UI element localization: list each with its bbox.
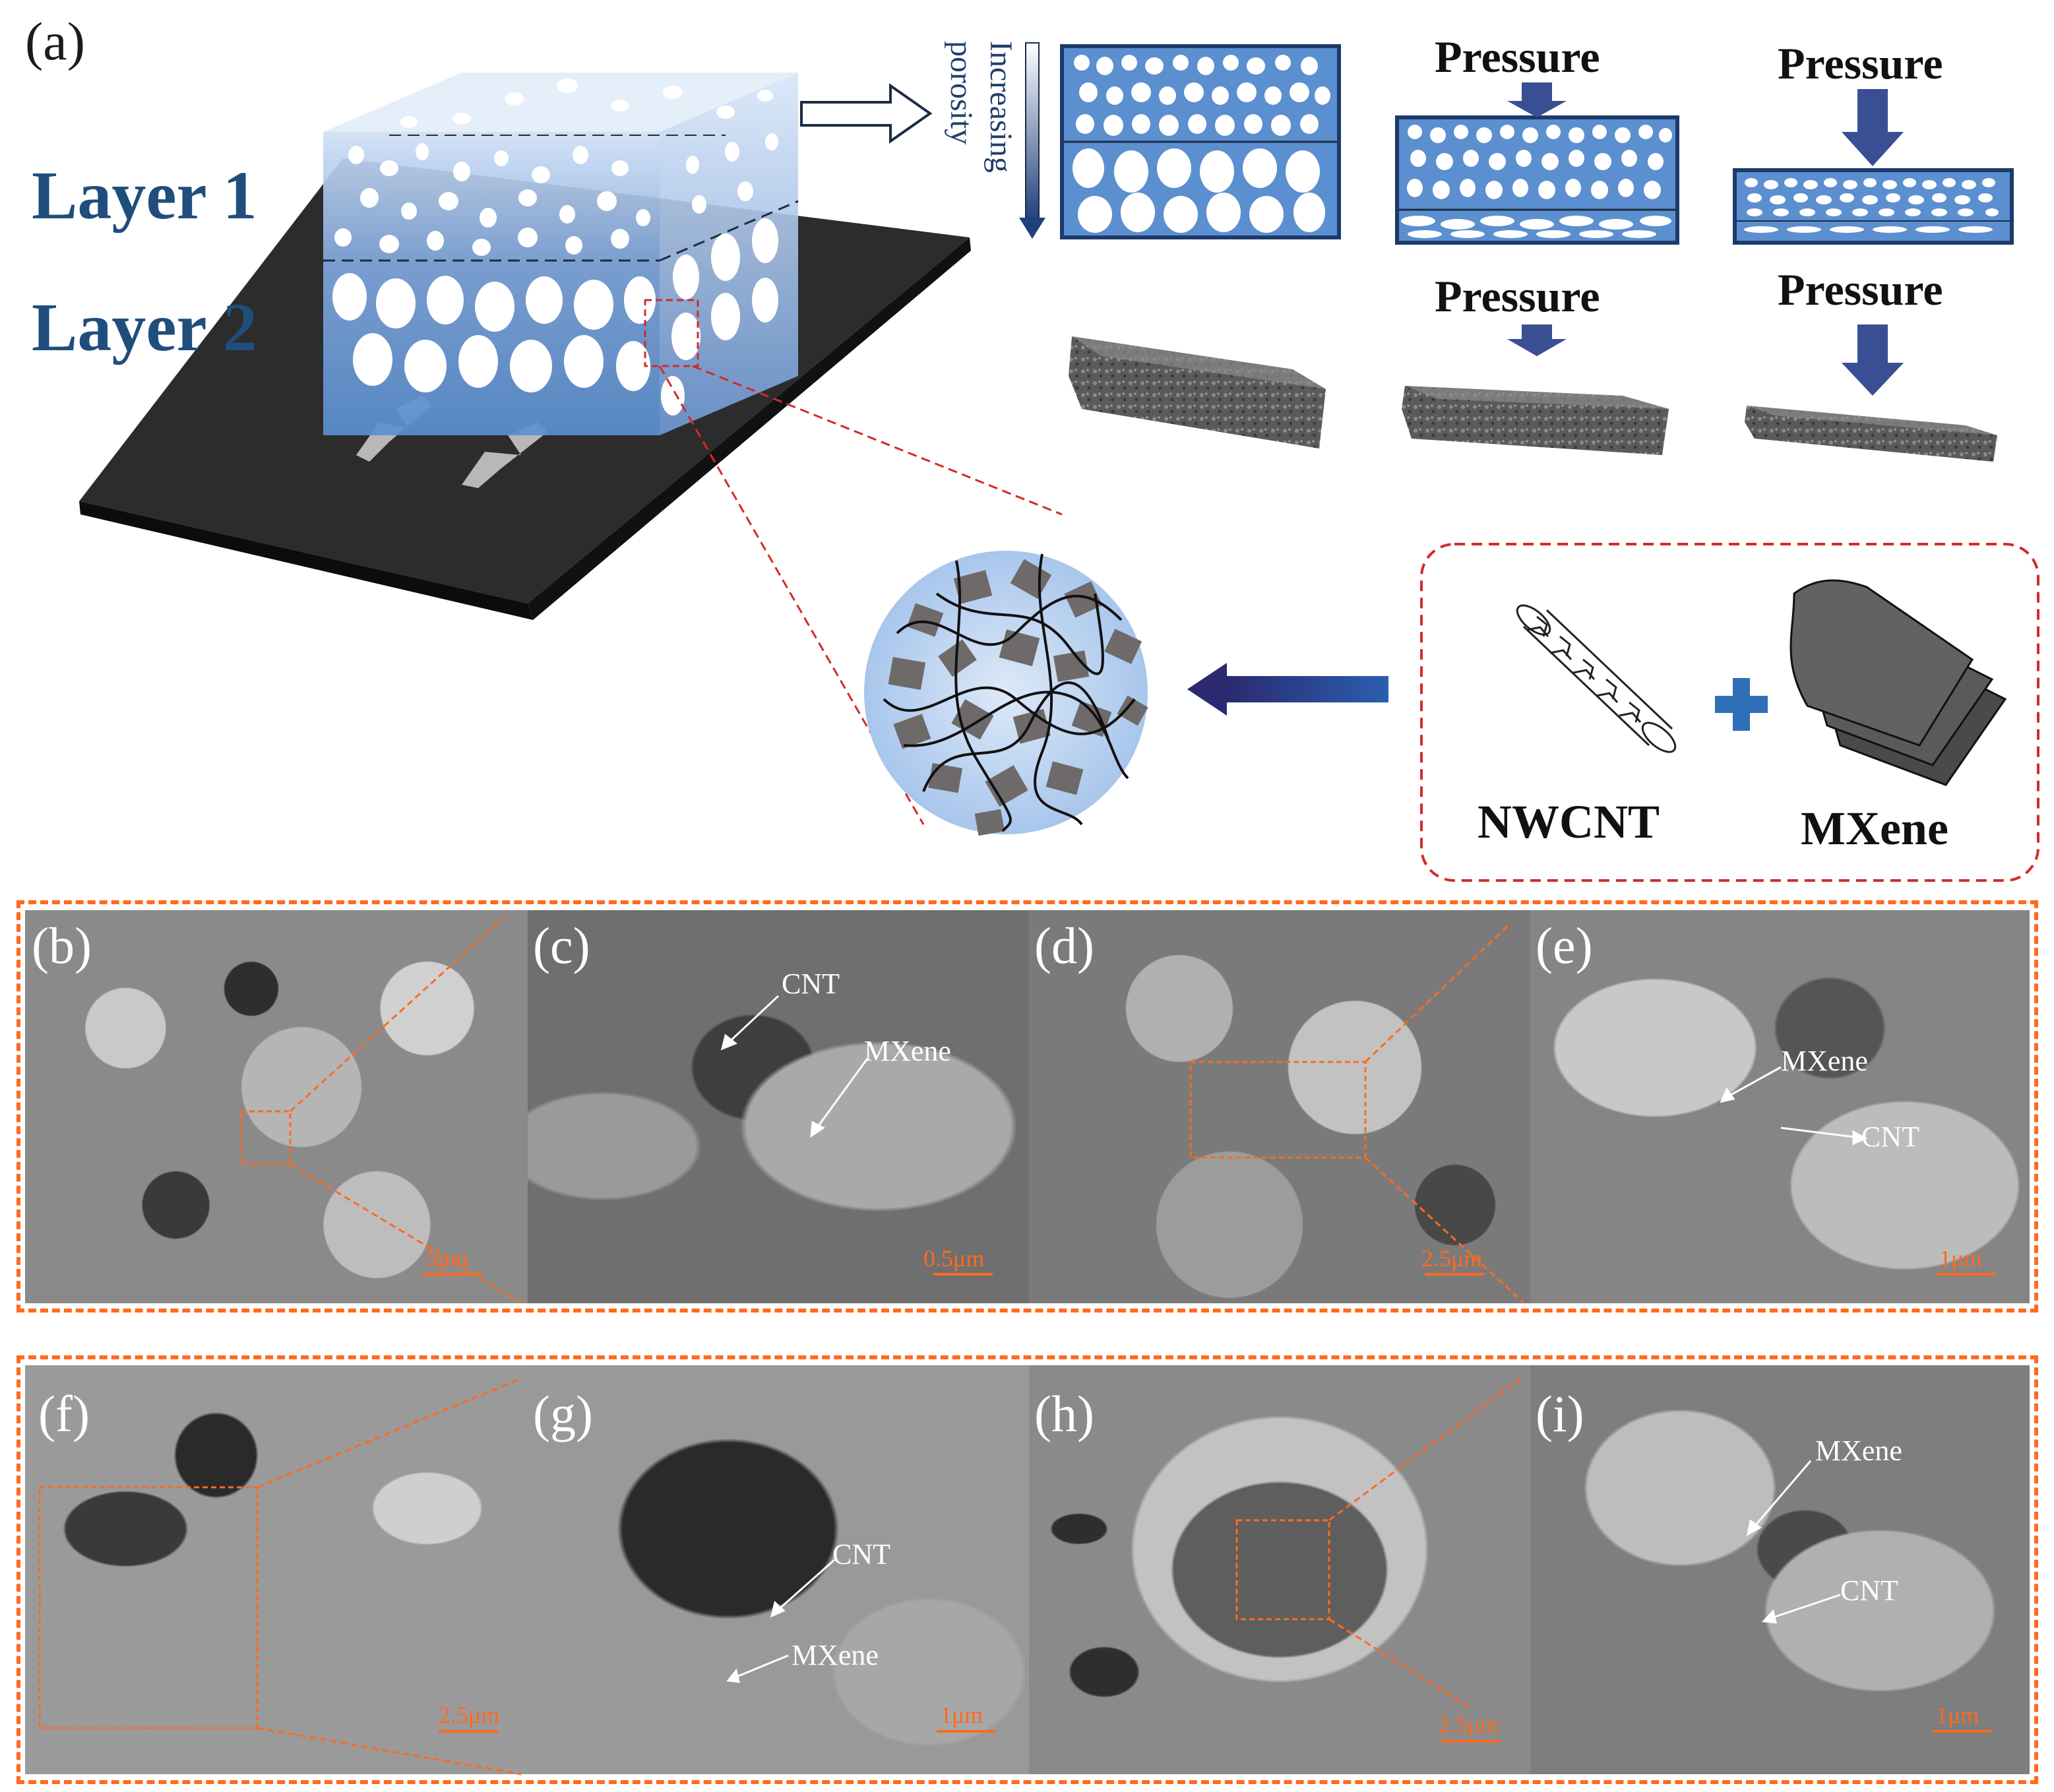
foam-sample-3 bbox=[1745, 406, 1997, 462]
annotation-cnt-c: CNT bbox=[782, 968, 840, 1000]
foam-sample-2 bbox=[1402, 386, 1669, 455]
composite-zoom-circle bbox=[864, 551, 1148, 836]
mxene-sheets-icon bbox=[1789, 579, 2007, 786]
pressure-label-1: Pressure bbox=[1435, 32, 1600, 82]
scalebar-e: 1μm bbox=[1939, 1245, 1983, 1272]
panel-label-g: (g) bbox=[533, 1385, 593, 1442]
annotation-mxene-c: MXene bbox=[864, 1035, 951, 1067]
panel-label-e: (e) bbox=[1536, 917, 1593, 974]
layer2-label: Layer 2 bbox=[32, 290, 257, 365]
pressure-label-4: Pressure bbox=[1778, 264, 1943, 315]
hollow-arrow bbox=[800, 83, 933, 144]
layered-block-compressed bbox=[1733, 168, 2014, 245]
sem-image-g bbox=[528, 1365, 1029, 1774]
scalebar-f: 2.5μm bbox=[439, 1702, 500, 1728]
sem-row-2-frame bbox=[16, 1355, 2038, 1784]
schematic-svg bbox=[79, 42, 2039, 882]
panel-label-a: (a) bbox=[25, 11, 86, 71]
scalebar-d: 2.5μm bbox=[1421, 1245, 1483, 1272]
scalebar-b: 5μm bbox=[425, 1245, 469, 1272]
pressure-label-3: Pressure bbox=[1435, 271, 1600, 321]
sem-image-i bbox=[1530, 1365, 2030, 1774]
mxene-label: MXene bbox=[1801, 802, 1948, 855]
panel-label-i: (i) bbox=[1536, 1385, 1584, 1442]
annotation-cnt-i: CNT bbox=[1840, 1574, 1898, 1607]
foam-sample-1 bbox=[1069, 336, 1326, 448]
panel-label-c: (c) bbox=[533, 917, 590, 974]
scalebar-i: 1μm bbox=[1936, 1702, 1979, 1728]
porous-cube bbox=[323, 73, 799, 435]
pressure-arrow bbox=[1507, 82, 1904, 396]
zoom-line bbox=[692, 365, 1063, 516]
scalebar-c: 0.5μm bbox=[923, 1245, 985, 1272]
sem-image-d bbox=[1029, 910, 1530, 1303]
mixing-arrow bbox=[1187, 663, 1388, 716]
annotation-mxene-g: MXene bbox=[792, 1639, 879, 1671]
nwcnt-label: NWCNT bbox=[1478, 795, 1660, 848]
sem-image-h bbox=[1029, 1365, 1530, 1774]
annotation-mxene-e: MXene bbox=[1781, 1045, 1868, 1077]
layered-block-initial bbox=[1060, 44, 1341, 239]
pressure-label-2: Pressure bbox=[1778, 38, 1943, 88]
nanotube-icon bbox=[1516, 604, 1677, 753]
materials-box bbox=[1420, 543, 2039, 882]
sem-image-f bbox=[25, 1365, 528, 1774]
scalebar-g: 1μm bbox=[940, 1702, 983, 1728]
scalebar-h: 2.5μm bbox=[1438, 1712, 1499, 1738]
annotation-cnt-g: CNT bbox=[832, 1538, 890, 1570]
annotation-cnt-e: CNT bbox=[1861, 1121, 1919, 1153]
porosity-label-line1: Increasing bbox=[983, 41, 1018, 173]
layered-block-pressed bbox=[1395, 115, 1679, 245]
sem-image-c bbox=[528, 910, 1029, 1303]
panel-label-f: (f) bbox=[38, 1385, 90, 1442]
panel-label-d: (d) bbox=[1034, 917, 1094, 974]
panel-label-h: (h) bbox=[1034, 1385, 1094, 1442]
layer1-label: Layer 1 bbox=[32, 158, 257, 233]
porosity-label-line2: porosity bbox=[943, 41, 979, 145]
panel-label-b: (b) bbox=[32, 917, 92, 974]
plus-icon bbox=[1715, 678, 1768, 731]
annotation-mxene-i: MXene bbox=[1815, 1435, 1902, 1467]
sem-image-e bbox=[1530, 910, 2030, 1303]
sem-image-b bbox=[25, 910, 528, 1303]
sem-row-1-frame bbox=[16, 900, 2038, 1313]
